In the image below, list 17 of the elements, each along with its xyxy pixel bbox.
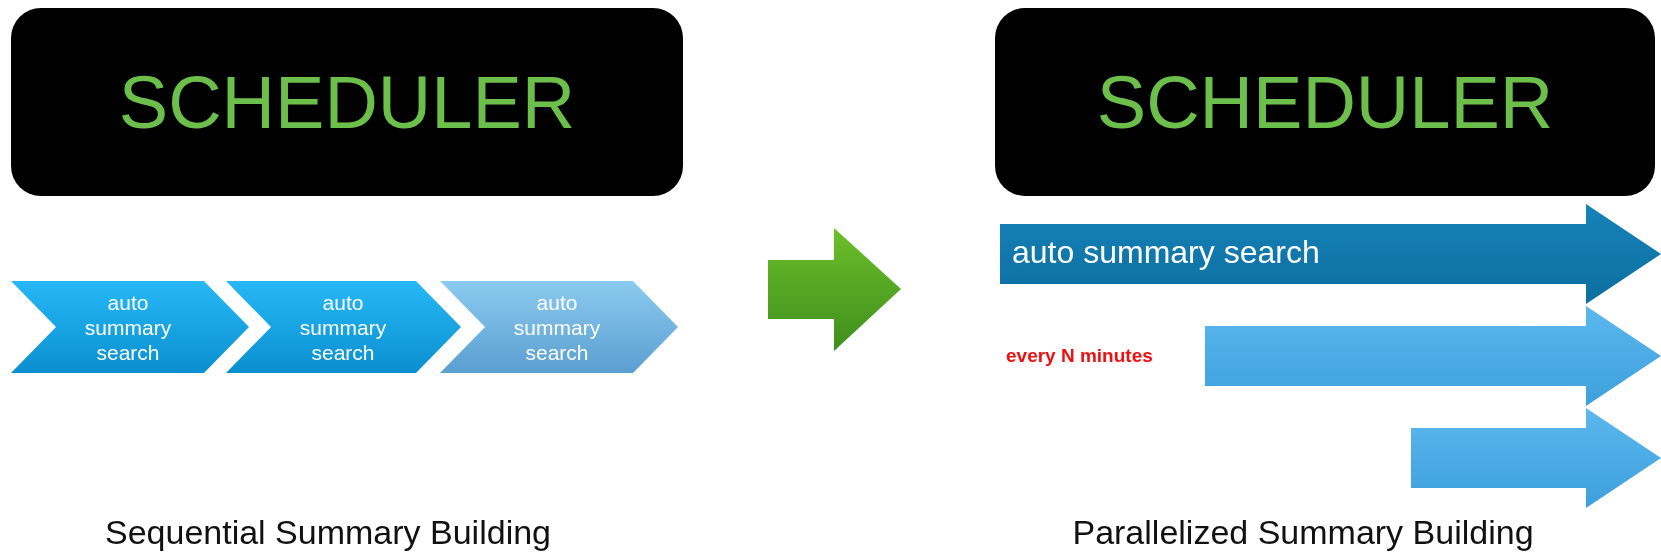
- scheduler-box: [11, 8, 683, 196]
- step-label: auto summary search: [83, 289, 173, 365]
- step-label: auto summary search: [512, 289, 602, 365]
- arrow-shape: [1000, 204, 1661, 304]
- scheduler-box: [995, 8, 1655, 196]
- interval-note: every N minutes: [1006, 345, 1153, 367]
- panel-caption: Sequential Summary Building: [105, 512, 551, 552]
- panel-caption: Parallelized Summary Building: [1072, 512, 1534, 552]
- chevron-step: [440, 281, 678, 373]
- scheduler-title: SCHEDULER: [117, 59, 577, 145]
- arrow-shape: [1205, 306, 1661, 406]
- arrow-shape: [1411, 408, 1661, 508]
- chevron-step: [226, 281, 461, 373]
- arrow-label: auto summary search: [1012, 234, 1320, 271]
- chevron-step: [11, 281, 249, 373]
- scheduler-title: SCHEDULER: [1095, 59, 1555, 145]
- step-label: auto summary search: [298, 289, 388, 365]
